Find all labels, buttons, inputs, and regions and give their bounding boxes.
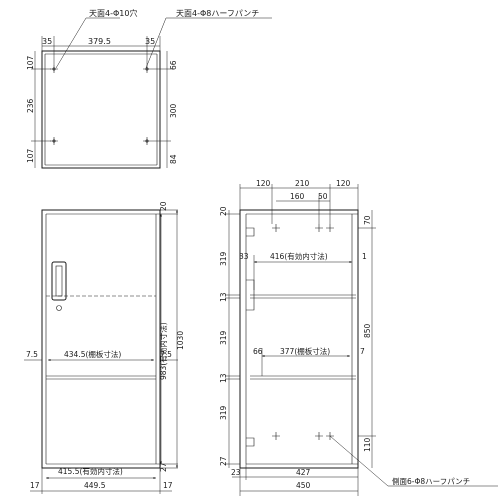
cabinet-side-outline	[239, 209, 359, 469]
callout-leader-punch	[145, 17, 272, 69]
keyhole	[56, 305, 62, 311]
cabinet-front-outline	[41, 209, 161, 469]
dim-shelf-width: 434.5(棚板寸法)	[64, 349, 121, 359]
dim-top-mid: 379.5	[88, 37, 111, 46]
callout-leader-holes	[55, 17, 120, 69]
dim-shelf-depth: 377(棚板寸法)	[280, 346, 330, 356]
dim-bottom-mid: 449.5	[84, 481, 106, 490]
dim-inner-width: 415.5(有効内寸法)	[58, 466, 123, 476]
dim-side-bottom-inner: 427	[296, 468, 311, 477]
dim-front-bottom: 27	[159, 462, 168, 472]
dim-side-left-1: 20	[219, 206, 228, 216]
callout-top-punch: 天面4-Φ8ハーフパンチ	[176, 9, 259, 18]
dim-top-left: 35	[42, 37, 52, 46]
dim-side-left-6: 319	[219, 405, 228, 420]
dim-inner-height: 983(有効内寸法)	[158, 322, 168, 380]
callout-leader-side	[329, 435, 498, 487]
side-view: 120 210 120 160 50 20 319 13 319 13 319 …	[219, 179, 498, 496]
dim-side-top-c: 120	[336, 179, 351, 188]
callout-top-holes: 天面4-Φ10穴	[89, 8, 137, 18]
dim-inner-depth-right: 1	[362, 252, 367, 261]
dim-side-sub-a: 160	[290, 192, 305, 201]
dim-overall-height: 1030	[176, 331, 185, 350]
dim-right-a: 66	[169, 60, 178, 70]
front-view: 20 983(有効内寸法) 1030 434.5(棚板寸法) 7.5 7.5 4…	[24, 201, 185, 494]
dim-right-c: 84	[169, 154, 178, 164]
dim-side-top-b: 210	[295, 179, 310, 188]
top-view: 天面4-Φ10穴 天面4-Φ8ハーフパンチ 35 379.5 35 107 23…	[26, 8, 272, 169]
dim-top-right: 35	[145, 37, 155, 46]
hinge-mark	[246, 279, 255, 311]
dim-shelf-gap-right: 7.5	[160, 350, 172, 359]
dim-side-left-3: 13	[219, 292, 228, 302]
dim-side-sub-b: 50	[318, 192, 328, 201]
dim-left-c: 107	[26, 148, 35, 163]
dim-left-b: 236	[26, 98, 35, 113]
hinge-mark	[246, 437, 255, 447]
door-handle	[51, 261, 67, 301]
dim-side-right-c: 110	[363, 437, 372, 452]
dim-right-b: 300	[169, 103, 178, 118]
callout-side-punch: 側面6-Φ8ハーフパンチ	[392, 476, 470, 486]
dim-side-right-b: 850	[363, 323, 372, 338]
dim-shelf-depth-left: 66	[253, 347, 263, 356]
dim-inner-depth-left: 33	[239, 252, 249, 261]
top-panel-outline	[41, 50, 161, 169]
dim-side-left-5: 13	[219, 373, 228, 383]
dim-side-left-2: 319	[219, 251, 228, 266]
hinge-mark	[246, 227, 255, 237]
top-hole-marks	[50, 65, 151, 145]
dim-side-left-7: 27	[219, 456, 228, 466]
dim-bottom-right: 17	[163, 481, 173, 490]
dim-inner-depth: 416(有効内寸法)	[270, 251, 328, 261]
dim-side-top-a: 120	[256, 179, 271, 188]
dim-side-left-4: 319	[219, 330, 228, 345]
dim-shelf-gap-left: 7.5	[26, 350, 38, 359]
dim-side-bottom-left: 23	[231, 468, 241, 477]
dim-left-a: 107	[26, 55, 35, 70]
dim-front-top: 20	[159, 201, 168, 211]
dim-side-right-a: 70	[363, 215, 372, 225]
door-handle-grip	[55, 265, 63, 297]
dim-side-bottom-total: 450	[296, 481, 311, 490]
dim-shelf-depth-right: 7	[360, 347, 365, 356]
dim-bottom-left: 17	[30, 481, 40, 490]
side-punch-marks	[272, 224, 334, 440]
